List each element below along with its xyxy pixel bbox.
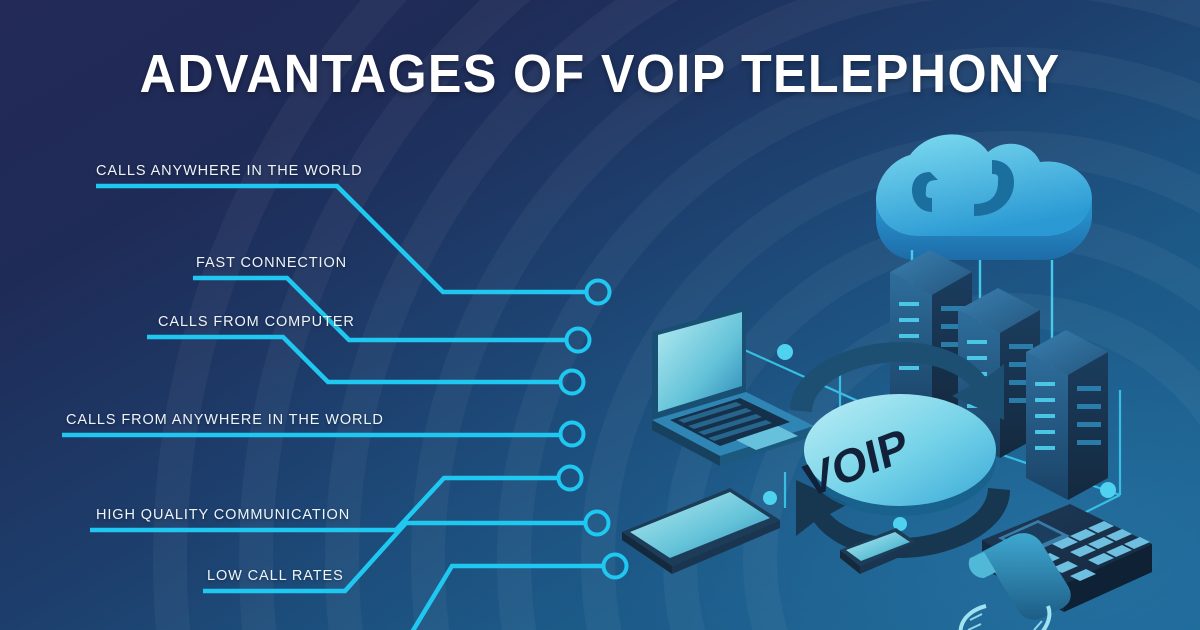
tablet-icon xyxy=(622,488,780,574)
page-title: ADVANTAGES OF VOIP TELEPHONY xyxy=(139,44,1061,104)
advantage-label-6: LOW CALL RATES xyxy=(207,568,344,584)
endpoint-node-6 xyxy=(583,509,611,537)
server-rack-3 xyxy=(1026,330,1108,500)
advantage-label-2: FAST CONNECTION xyxy=(196,255,347,271)
connector-path-2 xyxy=(193,275,566,343)
advantage-label-1: CALLS ANYWHERE IN THE WORLD xyxy=(96,163,363,179)
cloud-icon xyxy=(876,134,1092,375)
endpoint-node-7 xyxy=(601,552,629,580)
isometric-illustration: VOIP xyxy=(622,134,1152,630)
advantage-label-4: CALLS FROM ANYWHERE IN THE WORLD xyxy=(66,412,384,428)
endpoint-node-2 xyxy=(564,326,592,354)
connector-path-5 xyxy=(90,475,558,533)
connector-path-7 xyxy=(410,563,603,630)
laptop-icon xyxy=(652,306,814,466)
network-link-nodes xyxy=(763,344,1116,531)
endpoint-node-1 xyxy=(584,278,612,306)
connector-path-6 xyxy=(203,520,585,594)
desk-phone-icon xyxy=(958,504,1152,630)
connector-path-3 xyxy=(147,334,560,385)
endpoint-node-4 xyxy=(558,420,586,448)
endpoint-node-5 xyxy=(556,464,584,492)
voip-center-badge: VOIP xyxy=(790,342,1010,558)
endpoint-node-3 xyxy=(558,368,586,396)
advantage-label-3: CALLS FROM COMPUTER xyxy=(158,314,355,330)
advantage-label-5: HIGH QUALITY COMMUNICATION xyxy=(96,507,351,523)
page-title-container: ADVANTAGES OF VOIP TELEPHONY xyxy=(0,46,1200,103)
connector-path-1 xyxy=(96,183,586,295)
smartphone-icon xyxy=(840,528,916,574)
